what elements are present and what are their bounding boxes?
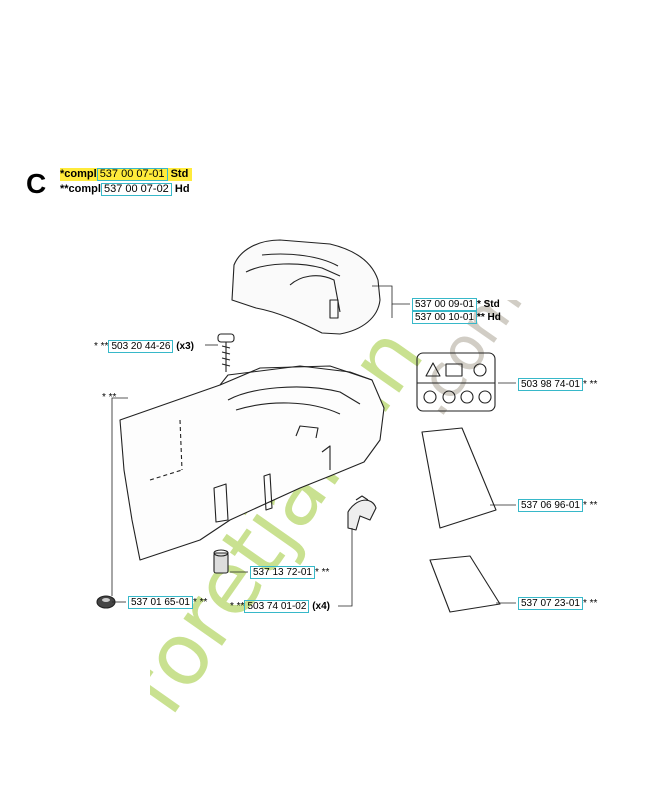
main-cover-part	[119, 365, 385, 561]
label-top-cover-hd: 537 00 10-01** Hd	[412, 311, 501, 324]
part-number-top-cover-hd[interactable]: 537 00 10-01	[412, 311, 477, 324]
header-std-suffix: Std	[170, 168, 189, 180]
leader-top-cover	[372, 285, 410, 305]
header-hd-prefix: **compl	[60, 183, 101, 195]
header-hd-suffix: Hd	[174, 183, 190, 195]
strip-part	[421, 427, 497, 529]
header-std-part-number[interactable]: 537 00 07-01	[96, 168, 168, 181]
label-strip: 537 06 96-01* **	[518, 499, 597, 512]
clip-part	[347, 495, 377, 531]
sleeve-part	[213, 549, 229, 574]
part-number-decal[interactable]: 503 98 74-01	[518, 378, 583, 391]
grommet-part	[96, 595, 116, 609]
part-number-grommet[interactable]: 537 01 65-01	[128, 596, 193, 609]
label-sleeve: 537 13 72-01* **	[250, 566, 329, 579]
part-number-strip[interactable]: 537 06 96-01	[518, 499, 583, 512]
label-main-cover: * **	[102, 392, 117, 403]
header-std-prefix: *compl	[60, 168, 97, 180]
label-top-cover-std: 537 00 09-01* Std	[412, 298, 500, 311]
section-letter: C	[26, 168, 47, 199]
label-grommet: 537 01 65-01* **	[128, 596, 207, 609]
label-decal: 503 98 74-01* **	[518, 378, 597, 391]
part-number-pad[interactable]: 537 07 23-01	[518, 597, 583, 610]
screw-part	[217, 333, 235, 372]
label-screw: * **503 20 44-26 (x3)	[94, 340, 194, 353]
part-number-sleeve[interactable]: 537 13 72-01	[250, 566, 315, 579]
header-hd-part-number[interactable]: 537 00 07-02	[100, 183, 172, 196]
part-number-clip[interactable]: 503 74 01-02	[244, 600, 310, 613]
label-clip: * **503 74 01-02 (x4)	[230, 600, 330, 613]
decal-part	[416, 352, 496, 412]
leader-clip	[338, 528, 353, 607]
part-number-screw[interactable]: 503 20 44-26	[108, 340, 174, 353]
pad-part	[429, 555, 501, 613]
label-pad: 537 07 23-01* **	[518, 597, 597, 610]
part-number-top-cover-std[interactable]: 537 00 09-01	[412, 298, 477, 311]
leader-main-cover-grommet	[111, 397, 128, 596]
top-cover-part	[231, 239, 381, 335]
